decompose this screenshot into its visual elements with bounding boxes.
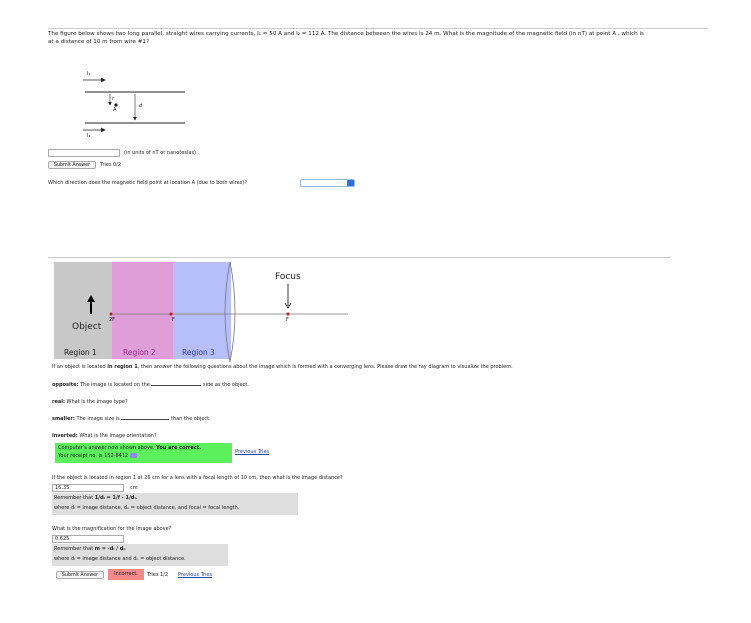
focus-label: Focus [275,272,301,282]
q2-real-label: real: [52,399,65,405]
q2-opposite-after: side as the object. [203,382,249,388]
chevron-down-icon [347,180,354,186]
q1-answer-input[interactable] [48,149,120,157]
q4-hint-line1: Remember that m = -dᵢ / dₒ [54,546,126,552]
q2-receipt-line: Your receipt no. is 152-6412 [58,453,137,459]
lens-diagram [87,262,348,362]
q1-tries: Tries 0/2 [100,162,122,168]
point-a [114,103,118,107]
q4-answer-input[interactable]: 0.625 [52,535,124,543]
q4-hint-formula: m = -dᵢ / dₒ [94,546,126,552]
region-1-label: Region 1 [64,348,97,357]
fig-label-i2: I₂ [87,133,91,139]
q3-hint-line2: where dᵢ = image distance, dₒ = object d… [54,505,240,511]
region-2-band [112,262,173,359]
q2-correct-prefix: Computer's answer now shown above. [58,445,157,451]
q4-previous-tries-link[interactable]: Previous Tries [178,572,213,578]
q2-real-row: real: What is the image type? [52,399,128,405]
q3-hint-formula: 1/dᵢ = 1/f - 1/dₒ [94,495,137,501]
two-wires-figure [83,77,185,133]
q4-incorrect-badge: Incorrect. [108,569,144,580]
label-2f: 2F [109,317,116,323]
q4-hint-box: Remember that m = -dᵢ / dₒ where dᵢ = im… [52,544,228,566]
q2-intro-region: in region 1 [107,364,138,370]
fig-label-r: r [112,96,115,102]
q2-inverted-text: What is the image orientation? [79,433,157,439]
q2-receipt-text: Your receipt no. is 152-6412 [58,453,129,459]
q2-previous-tries-link[interactable]: Previous Tries [235,449,270,455]
q1-text-line2: at a distance of 10 m from wire #1? [48,39,149,45]
q3-hint-prefix: Remember that [54,495,95,501]
q2-intro-prefix: If an object is located [52,364,108,370]
q2-correct-banner: Computer's answer now shown above. You a… [55,443,232,463]
point-f-left [169,312,173,316]
q2-opposite-blank[interactable] [151,385,202,386]
focus-arrowhead [284,302,292,309]
q3-hint-line1: Remember that 1/dᵢ = 1/f - 1/dₒ [54,495,137,501]
label-f-left: F [172,317,175,323]
converging-lens [224,262,236,362]
q1-direction-select[interactable] [300,179,355,187]
fig-label-i1: I₁ [87,71,91,77]
q1-submit-button[interactable]: Submit Answer [48,161,96,169]
section-divider [48,257,671,258]
q1-text-line1: The figure below shows two long parallel… [48,31,644,37]
q4-hint-prefix: Remember that [54,546,95,552]
point-f-right [286,312,290,316]
region-3-band [173,262,231,359]
q2-correct-status: You are correct. [156,445,202,451]
receipt-info-icon[interactable] [129,453,137,458]
q2-smaller-after: than the object. [170,416,211,422]
top-divider [48,28,708,29]
q4-submit-button[interactable]: Submit Answer [56,571,104,579]
region-3-label: Region 3 [182,348,215,357]
object-label: Object [72,322,102,332]
q3-question: If the object is located in region 1 at … [52,475,343,481]
q2-opposite-row: opposite: The image is located on the si… [52,382,249,388]
q4-tries: Tries 1/2 [147,572,169,578]
fig-label-d: d [139,103,143,109]
q2-intro: If an object is located in region 1, the… [52,364,702,370]
q3-unit: cm [130,485,138,491]
q2-inverted-label: inverted: [52,433,78,439]
label-f-right: F [286,317,289,323]
q2-smaller-row: smaller: The image size is than the obje… [52,416,211,422]
q4-hint-line2: where dᵢ = image distance and dₒ = objec… [54,556,186,562]
q4-question: What is the magnification for the image … [52,526,172,532]
q2-smaller-text: The image size is [76,416,120,422]
object-arrowhead [87,295,95,302]
q2-inverted-row: inverted: What is the image orientation? [52,433,157,439]
q3-hint-box: Remember that 1/dᵢ = 1/f - 1/dₒ where dᵢ… [52,493,298,515]
q2-smaller-label: smaller: [52,416,75,422]
q2-intro-suffix: , then answer the following questions ab… [137,364,513,370]
q2-real-text: What is the image type? [66,399,128,405]
fig-label-a: A [113,107,117,113]
q1-direction-question: Which direction does the magnetic field … [48,180,247,186]
q3-answer-input[interactable]: 16.35 [52,484,124,492]
q1-units-note: (in units of nT or nanoteslas) [124,150,197,156]
region-1-band [54,262,112,359]
point-2f-left [109,312,113,316]
q2-correct-line1: Computer's answer now shown above. You a… [58,445,201,451]
q2-opposite-label: opposite: [52,382,79,388]
q2-smaller-blank[interactable] [121,419,170,420]
q2-opposite-text: The image is located on the [80,382,150,388]
region-2-label: Region 2 [123,348,156,357]
